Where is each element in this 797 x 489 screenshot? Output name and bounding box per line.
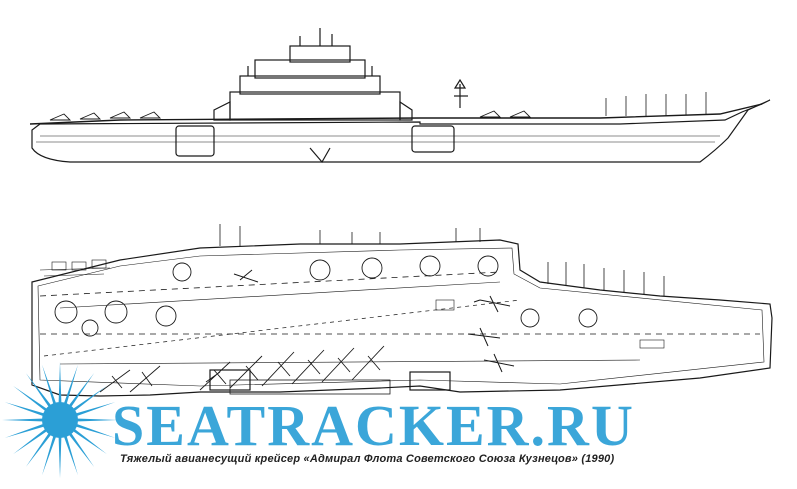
island-superstructure	[213, 28, 468, 121]
watermark-text: SEATRACKER.RU	[112, 393, 635, 458]
sunburst-ray	[74, 423, 116, 438]
sunburst-ray	[25, 373, 52, 408]
deck-aircraft-profile	[49, 110, 532, 121]
sunburst-ray	[2, 418, 45, 422]
sunburst-core	[42, 402, 78, 438]
sunburst-ray	[75, 418, 118, 422]
sunburst-ray	[72, 385, 107, 412]
sunburst-ray	[4, 402, 46, 417]
hull-outline	[31, 99, 771, 163]
sunburst-ray	[58, 362, 62, 405]
sunburst-ray	[58, 435, 62, 478]
sunburst-ray	[68, 373, 95, 408]
sunburst-ray	[74, 402, 116, 417]
parked-jets	[99, 345, 385, 393]
sunburst-ray	[72, 428, 107, 455]
side-profile-view	[29, 28, 771, 164]
sunburst-ray	[63, 434, 78, 476]
sunburst-ray	[13, 385, 48, 412]
sunburst-ray	[4, 423, 46, 438]
deck-outline	[31, 239, 773, 397]
sunburst-ray	[42, 434, 57, 476]
deck-circles	[54, 255, 598, 337]
sunburst-ray	[25, 432, 52, 467]
sunburst-ray	[42, 364, 57, 406]
sunburst-ray	[68, 432, 95, 467]
figure-caption: Тяжелый авианесущий крейсер «Адмирал Фло…	[120, 453, 615, 465]
sunburst-icon	[2, 362, 118, 478]
watermark-logo: SEATRACKER.RU	[2, 362, 635, 478]
sunburst-ray	[13, 428, 48, 455]
plan-aircraft	[233, 269, 515, 373]
plan-view	[31, 224, 773, 397]
sunburst-ray	[63, 364, 78, 406]
